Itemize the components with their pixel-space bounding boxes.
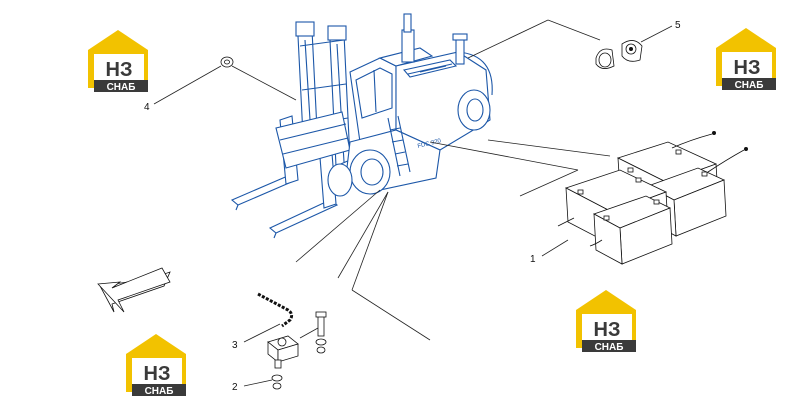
part-5-beacon <box>595 25 673 69</box>
logo-letters: НЗ <box>144 363 171 385</box>
logo-letters: НЗ <box>594 319 621 341</box>
part-3-cable <box>243 292 294 343</box>
direction-arrow <box>97 267 171 313</box>
callout-4: 4 <box>144 102 150 113</box>
part-1-batteries <box>541 131 748 265</box>
logo-letters: НЗ <box>734 57 761 79</box>
wheels <box>327 89 491 197</box>
part-4-bushing <box>153 56 234 105</box>
mast <box>275 21 351 169</box>
watermark-logo-middle-right: НЗ СНАБ <box>576 290 636 353</box>
callout-1: 1 <box>530 254 536 265</box>
callout-5: 5 <box>675 20 681 31</box>
watermark-logo-top-right: НЗ СНАБ <box>716 28 776 91</box>
leader-lines <box>231 19 611 341</box>
callout-3: 3 <box>232 340 238 351</box>
part-2-switch-unit <box>243 311 327 390</box>
forklift-illustration: FDC 320 <box>230 13 493 239</box>
callout-2: 2 <box>232 382 238 393</box>
logo-caption: СНАБ <box>735 80 764 91</box>
logo-letters: НЗ <box>106 59 133 81</box>
logo-caption: СНАБ <box>595 342 624 353</box>
watermark-logo-bottom-left: НЗ СНАБ <box>126 334 186 397</box>
logo-caption: СНАБ <box>107 82 136 93</box>
truck-model-label: FDC 320 <box>417 138 442 150</box>
logo-caption: СНАБ <box>145 386 174 397</box>
watermark-logo-top-left: НЗ СНАБ <box>88 30 148 93</box>
